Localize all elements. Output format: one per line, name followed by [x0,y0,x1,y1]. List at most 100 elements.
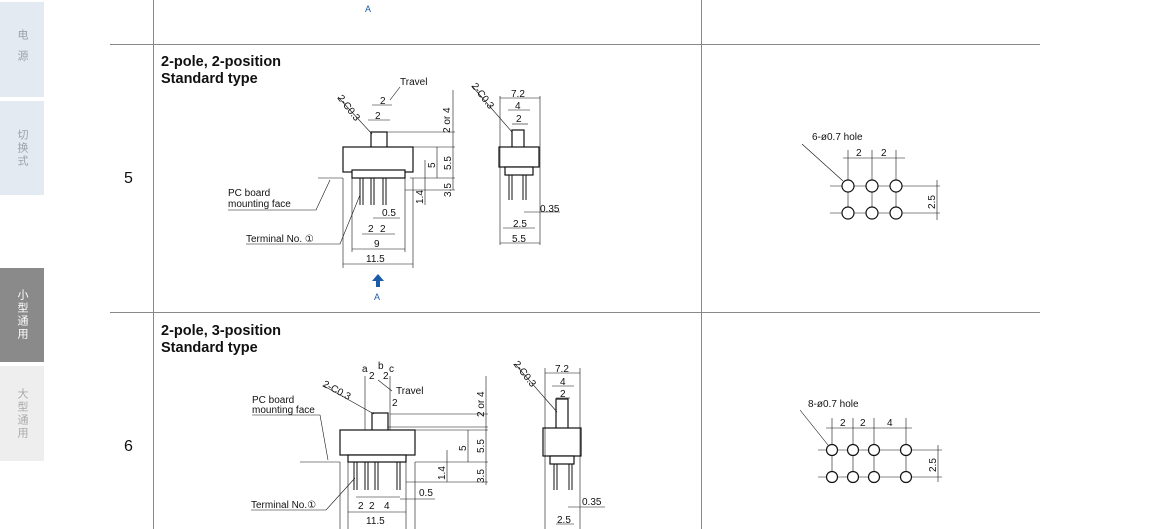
dimension: 2 or 4 [442,107,453,133]
position-label: a [362,364,368,375]
view-arrow-label: A [365,4,371,14]
hole-icon [889,206,903,220]
dimension: 2 [375,111,381,122]
title-line: Standard type [161,340,258,356]
pcb-label: mounting face [252,405,315,416]
hole-icon [865,206,879,220]
row-number: 5 [124,170,133,187]
chamfer-label: 2-C0.3 [335,93,362,124]
dimension: 2.5 [557,515,571,526]
hole-icon [825,470,839,484]
hole-icon [846,443,860,457]
dimension: 4 [560,377,566,388]
row5-pcb-footprint: 6-ø0.7 hole 2 2 2.5 [801,132,940,220]
position-label: c [389,364,394,375]
row-title: 2-pole, 2-position Standard type [161,54,281,88]
hole-spec-label: 6-ø0.7 hole [812,132,863,143]
dimension: 2 or 4 [476,391,487,417]
row5-side-view: Travel 2 2 2-C0.3 2 or 4 5 5.5 3.5 1.4 P… [228,77,455,302]
sidebar-tab-switching[interactable]: 切换式 [0,101,44,195]
dimension: 4 [384,501,390,512]
column-divider [701,0,702,529]
dimension: 2 [380,96,386,107]
dimension: 5.5 [443,156,454,170]
dimension: 2 [856,148,862,159]
dimension: 2 [368,224,374,235]
travel-label: Travel [400,77,427,88]
tab-label: 大型通用 [16,387,28,440]
dimension: 4 [515,101,521,112]
dimension: 2 [383,371,389,382]
dimension: 2 [881,148,887,159]
tab-label: 电源 [16,28,28,71]
dimension: 0.35 [582,497,602,508]
dimension: 9 [374,239,380,250]
dimension: 0.5 [419,488,433,499]
dimension: 2 [516,114,522,125]
dimension: 2 [860,418,866,429]
dimension: 2 [380,224,386,235]
dimension: 2 [560,389,566,400]
dimension: 2 [392,398,398,409]
hole-icon [899,443,913,457]
sidebar-tab-power[interactable]: 电源 [0,2,44,97]
row6-front-view: 2-C0.3 7.2 4 2 0.35 2.5 [511,359,605,529]
dimension: 2 [358,501,364,512]
pcb-label: PC board [252,395,294,406]
row-number: 6 [124,438,133,455]
hole-icon [846,470,860,484]
hole-icon [825,443,839,457]
hole-spec-label: 8-ø0.7 hole [808,399,859,410]
dimension: 2 [840,418,846,429]
dimension: 0.35 [540,204,560,215]
position-label: b [378,361,384,372]
row-divider [110,44,1040,45]
dimension: 0.5 [382,208,396,219]
pcb-label: mounting face [228,199,291,210]
row6-side-view: a b c 2 2 Travel 2 2-C0.3 PC board mount… [251,361,488,529]
hole-icon [841,179,855,193]
dimension: 4 [887,418,893,429]
sidebar-tab-large-general[interactable]: 大型通用 [0,366,44,461]
dimension: 1.4 [437,466,448,480]
column-divider [153,0,154,529]
hole-icon [889,179,903,193]
hole-icon [899,470,913,484]
dimension: 3.5 [443,183,454,197]
dimension: 2 [369,371,375,382]
terminal-label: Terminal No. ① [246,234,314,245]
chamfer-label: 2-C0.3 [511,359,538,390]
title-line: 2-pole, 2-position [161,54,282,70]
dimension: 2.5 [927,195,938,209]
dimension: 2 [369,501,375,512]
pcb-label: PC board [228,188,270,199]
hole-icon [841,206,855,220]
dimension: 5 [458,445,469,451]
view-arrow-label: A [374,292,380,302]
row6-pcb-footprint: 8-ø0.7 hole 2 2 4 2.5 [799,399,942,484]
title-line: Standard type [161,71,258,87]
chamfer-label: 2-C0.3 [469,81,496,112]
dimension: 1.4 [415,190,426,204]
hole-icon [865,179,879,193]
title-line: 2-pole, 3-position [161,323,282,339]
dimension: 11.5 [366,254,385,265]
row5-front-view: 2-C0.3 7.2 4 2 0.35 2.5 5.5 [469,81,560,245]
dimension: 5 [427,162,438,168]
row-divider [110,312,1040,313]
terminal-label: Terminal No.① [251,500,316,511]
hole-icon [867,443,881,457]
tab-label: 小型通用 [16,289,28,341]
dimension: 11.5 [366,516,385,527]
dimension: 2.5 [928,458,939,472]
travel-label: Travel [396,386,423,397]
view-arrow-icon [372,274,384,287]
chamfer-label: 2-C0.3 [321,379,353,403]
sidebar-tab-small-general[interactable]: 小型通用 [0,268,44,362]
hole-icon [867,470,881,484]
dimension: 2.5 [513,219,527,230]
dimension: 7.2 [511,89,525,100]
dimension: 3.5 [476,469,487,483]
dimension: 7.2 [555,364,569,375]
